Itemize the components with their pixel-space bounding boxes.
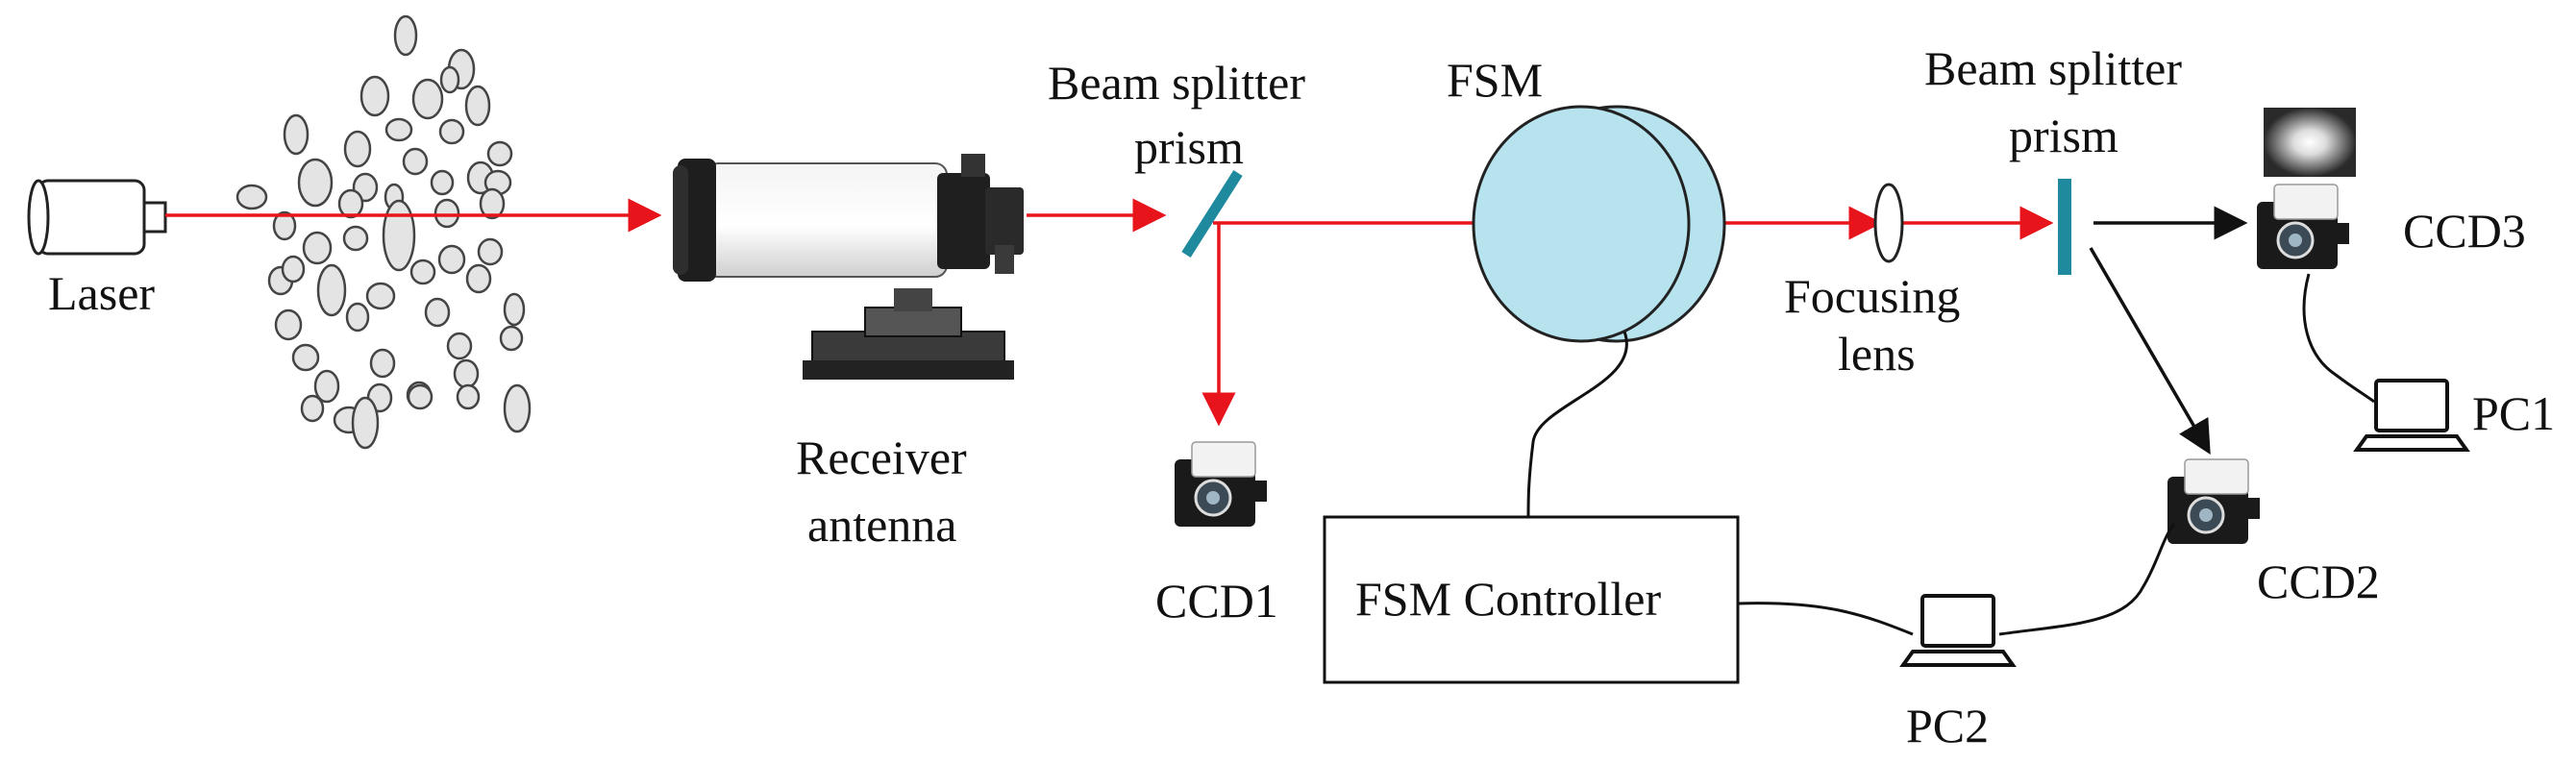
laser-source-icon (27, 179, 167, 256)
beam-splitter-1-label-line2: prism (1134, 120, 1244, 174)
focusing-lens (1873, 183, 1904, 263)
receiver-antenna-label-line2: antenna (807, 498, 956, 552)
pc1-label: PC1 (2472, 386, 2555, 440)
beam-splitter-1-label-line1: Beam splitter (1048, 56, 1305, 110)
particle (486, 140, 513, 167)
receiver-antenna-label-line1: Receiver (796, 431, 967, 484)
scattering-particles (235, 14, 532, 450)
beam-splitter-2-label-line2: prism (2009, 109, 2118, 162)
particle (437, 244, 466, 275)
particle (272, 210, 297, 241)
particle (407, 383, 433, 410)
telescope-icon (673, 154, 1024, 380)
particle (382, 199, 416, 272)
fsm-controller-label: FSM Controller (1355, 572, 1661, 626)
particle (235, 184, 268, 210)
cable-controller-to-pc2 (1737, 602, 1914, 636)
particle (343, 130, 372, 168)
ccd2-camera-icon (2167, 458, 2260, 544)
pc2-label: PC2 (1906, 699, 1989, 752)
cable-ccd3-to-pc1 (2302, 273, 2375, 404)
particle (446, 332, 473, 360)
focusing-lens-label-line2: lens (1838, 327, 1916, 381)
particle (384, 117, 413, 142)
focusing-lens-label-line1: Focusing (1784, 269, 1960, 323)
cables (1526, 273, 2375, 636)
particle (424, 297, 451, 328)
fsm-label: FSM (1447, 53, 1543, 107)
fsm-controller-box (1323, 515, 1740, 684)
particle (465, 263, 492, 294)
particle (369, 348, 396, 379)
particle (464, 85, 491, 127)
particle (313, 369, 340, 404)
particle (316, 263, 347, 317)
beam-splitter-2-label-line1: Beam splitter (1924, 41, 2182, 95)
particle (351, 396, 380, 450)
particle (291, 343, 320, 372)
laser-label: Laser (48, 266, 155, 320)
particle (302, 231, 333, 265)
pc2-laptop-icon (1899, 594, 2017, 667)
particle (274, 308, 303, 341)
particle (433, 198, 460, 229)
particle (456, 383, 481, 410)
particle (409, 259, 436, 285)
arrow-splitter-to-ccd2 (2089, 247, 2211, 456)
particle (337, 188, 364, 219)
particle (503, 292, 526, 327)
particle (503, 383, 532, 433)
cable-pc2-to-ccd2 (1998, 523, 2176, 636)
particle (359, 75, 390, 117)
particle (439, 65, 460, 94)
particle (365, 282, 396, 310)
particle (297, 158, 334, 208)
ccd1-label: CCD1 (1155, 574, 1278, 628)
particle (281, 255, 306, 283)
particle (342, 225, 369, 252)
particle (499, 325, 524, 352)
particle (438, 118, 465, 145)
ccd3-label: CCD3 (2403, 204, 2526, 258)
particle (402, 147, 429, 176)
particle (477, 237, 504, 266)
ccd1-camera-icon (1175, 441, 1267, 527)
ccd3-camera-icon (2257, 184, 2349, 269)
particle (345, 302, 370, 333)
cable-fsm-to-controller (1526, 331, 1628, 518)
beam-splitter-1 (1181, 170, 1243, 258)
light-spot-image (2264, 108, 2356, 177)
particle (393, 14, 418, 57)
ccd2-label: CCD2 (2257, 555, 2380, 608)
beam-splitter-2 (2058, 179, 2071, 275)
particle (411, 78, 444, 120)
particle (300, 394, 325, 423)
particle (479, 187, 506, 220)
particle (430, 169, 455, 196)
pc1-laptop-icon (2353, 379, 2470, 452)
particle (453, 358, 480, 389)
fsm-mirror (1472, 105, 1726, 343)
particle (283, 113, 310, 156)
